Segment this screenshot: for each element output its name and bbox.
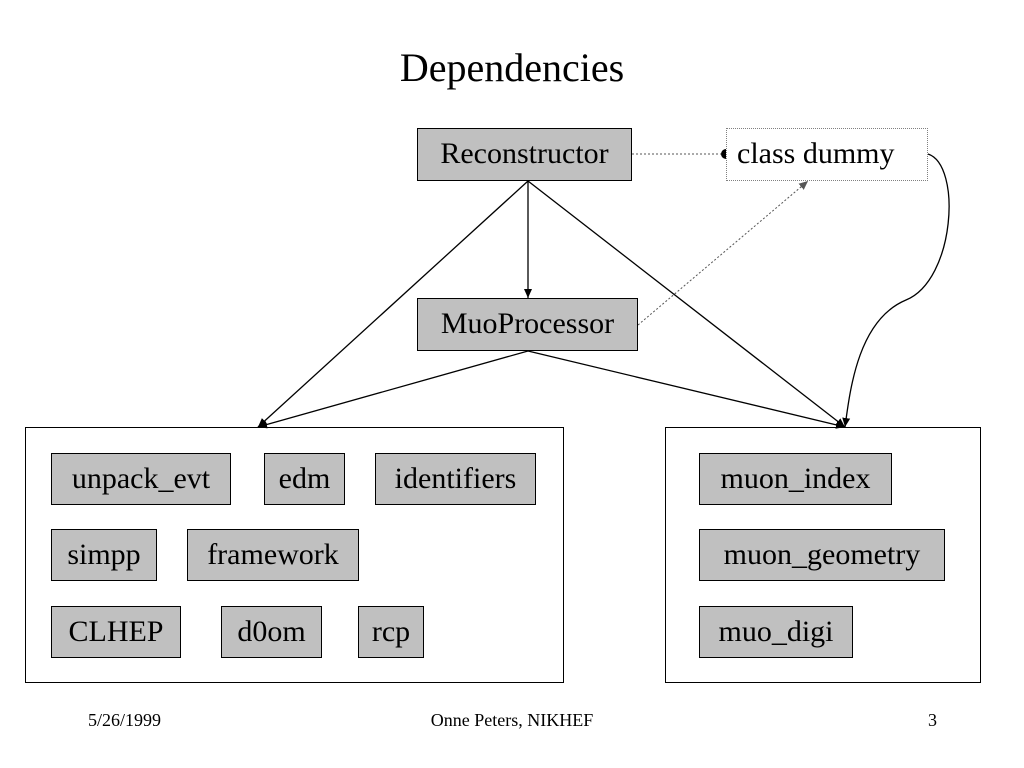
arrow-muoprocessor-to-left-group bbox=[257, 350, 529, 429]
arrow-reconstructor-to-right-group bbox=[527, 180, 846, 428]
package-muon-geometry: muon_geometry bbox=[699, 529, 945, 581]
arrow-muoprocessor-to-right-group bbox=[527, 350, 846, 429]
muoprocessor-box: MuoProcessor bbox=[417, 298, 638, 351]
package-clhep: CLHEP bbox=[51, 606, 181, 658]
package-identifiers: identifiers bbox=[375, 453, 536, 505]
package-rcp: rcp bbox=[358, 606, 424, 658]
footer-author: Onne Peters, NIKHEF bbox=[430, 710, 594, 730]
dotted-arrow-muoprocessor-to-dummy bbox=[637, 180, 809, 326]
package-d0om: d0om bbox=[221, 606, 322, 658]
right-package-group bbox=[665, 427, 981, 683]
package-muo-digi: muo_digi bbox=[699, 606, 853, 658]
left-package-group bbox=[25, 427, 564, 683]
page-title: Dependencies bbox=[399, 45, 625, 90]
footer-date: 5/26/1999 bbox=[88, 710, 162, 730]
curved-arrow-dummy-to-right-group bbox=[842, 153, 950, 428]
package-muon-index: muon_index bbox=[699, 453, 892, 505]
arrow-reconstructor-to-left-group bbox=[257, 180, 529, 428]
package-framework: framework bbox=[187, 529, 359, 581]
footer-page-number: 3 bbox=[928, 710, 937, 730]
package-simpp: simpp bbox=[51, 529, 157, 581]
package-unpack-evt: unpack_evt bbox=[51, 453, 231, 505]
package-edm: edm bbox=[264, 453, 345, 505]
class-dummy-box: class dummy bbox=[726, 128, 928, 181]
reconstructor-box: Reconstructor bbox=[417, 128, 632, 181]
